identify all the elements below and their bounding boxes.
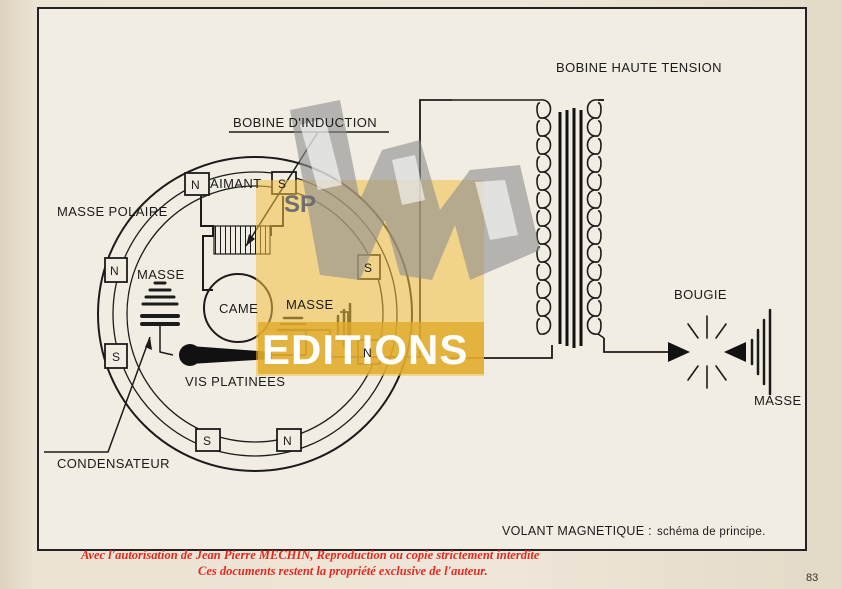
label-masse-polaire: MASSE POLAIRE [57,204,168,219]
pole-bottom-n: N [283,434,292,448]
pole-right-n: N [363,346,372,360]
watermark-line1: Avec l'autorisation de Jean Pierre MECHI… [80,548,540,562]
page-number: 83 [806,572,818,584]
label-came: CAME [219,301,258,316]
ht-coil-left [536,99,552,335]
ht-iron-core [558,108,583,348]
spark-plug [668,315,746,389]
condenser-pointer [44,336,151,453]
coil-winding [536,99,552,335]
caption-main: VOLANT MAGNETIQUE : [502,524,652,538]
label-bougie: BOUGIE [674,287,727,302]
watermark-sp-text: SP [284,191,316,218]
pole-bottom-s: S [203,434,211,448]
label-condensateur: CONDENSATEUR [57,456,170,471]
secondary-lead [598,99,668,353]
label-masse-right: MASSE [754,393,802,408]
pole-top-n: N [191,178,200,192]
label-bobine-induction: BOBINE D'INDUCTION [233,115,377,130]
pole-right-s: S [364,261,372,275]
label-bobine-haute-tension: BOBINE HAUTE TENSION [556,60,722,75]
condenser [140,281,180,353]
label-vis-platinees: VIS PLATINEES [185,374,285,389]
label-masse-left: MASSE [137,267,185,282]
pole-left-n: N [110,264,119,278]
caption-sub: schéma de principe. [657,526,766,538]
editions-watermark-logo: EDITIONS SP [256,100,540,376]
label-aimant: AIMANT [210,176,262,191]
ground-right [750,308,772,396]
caption: VOLANT MAGNETIQUE : schéma de principe. [502,524,766,538]
pole-left-s: S [112,350,120,364]
label-masse-center: MASSE [286,297,334,312]
watermark-line2: Ces documents restent la propriété exclu… [198,564,488,578]
pole-top-s: S [278,177,286,191]
watermark-editions-text: EDITIONS [262,326,468,373]
coil-winding [586,99,602,335]
